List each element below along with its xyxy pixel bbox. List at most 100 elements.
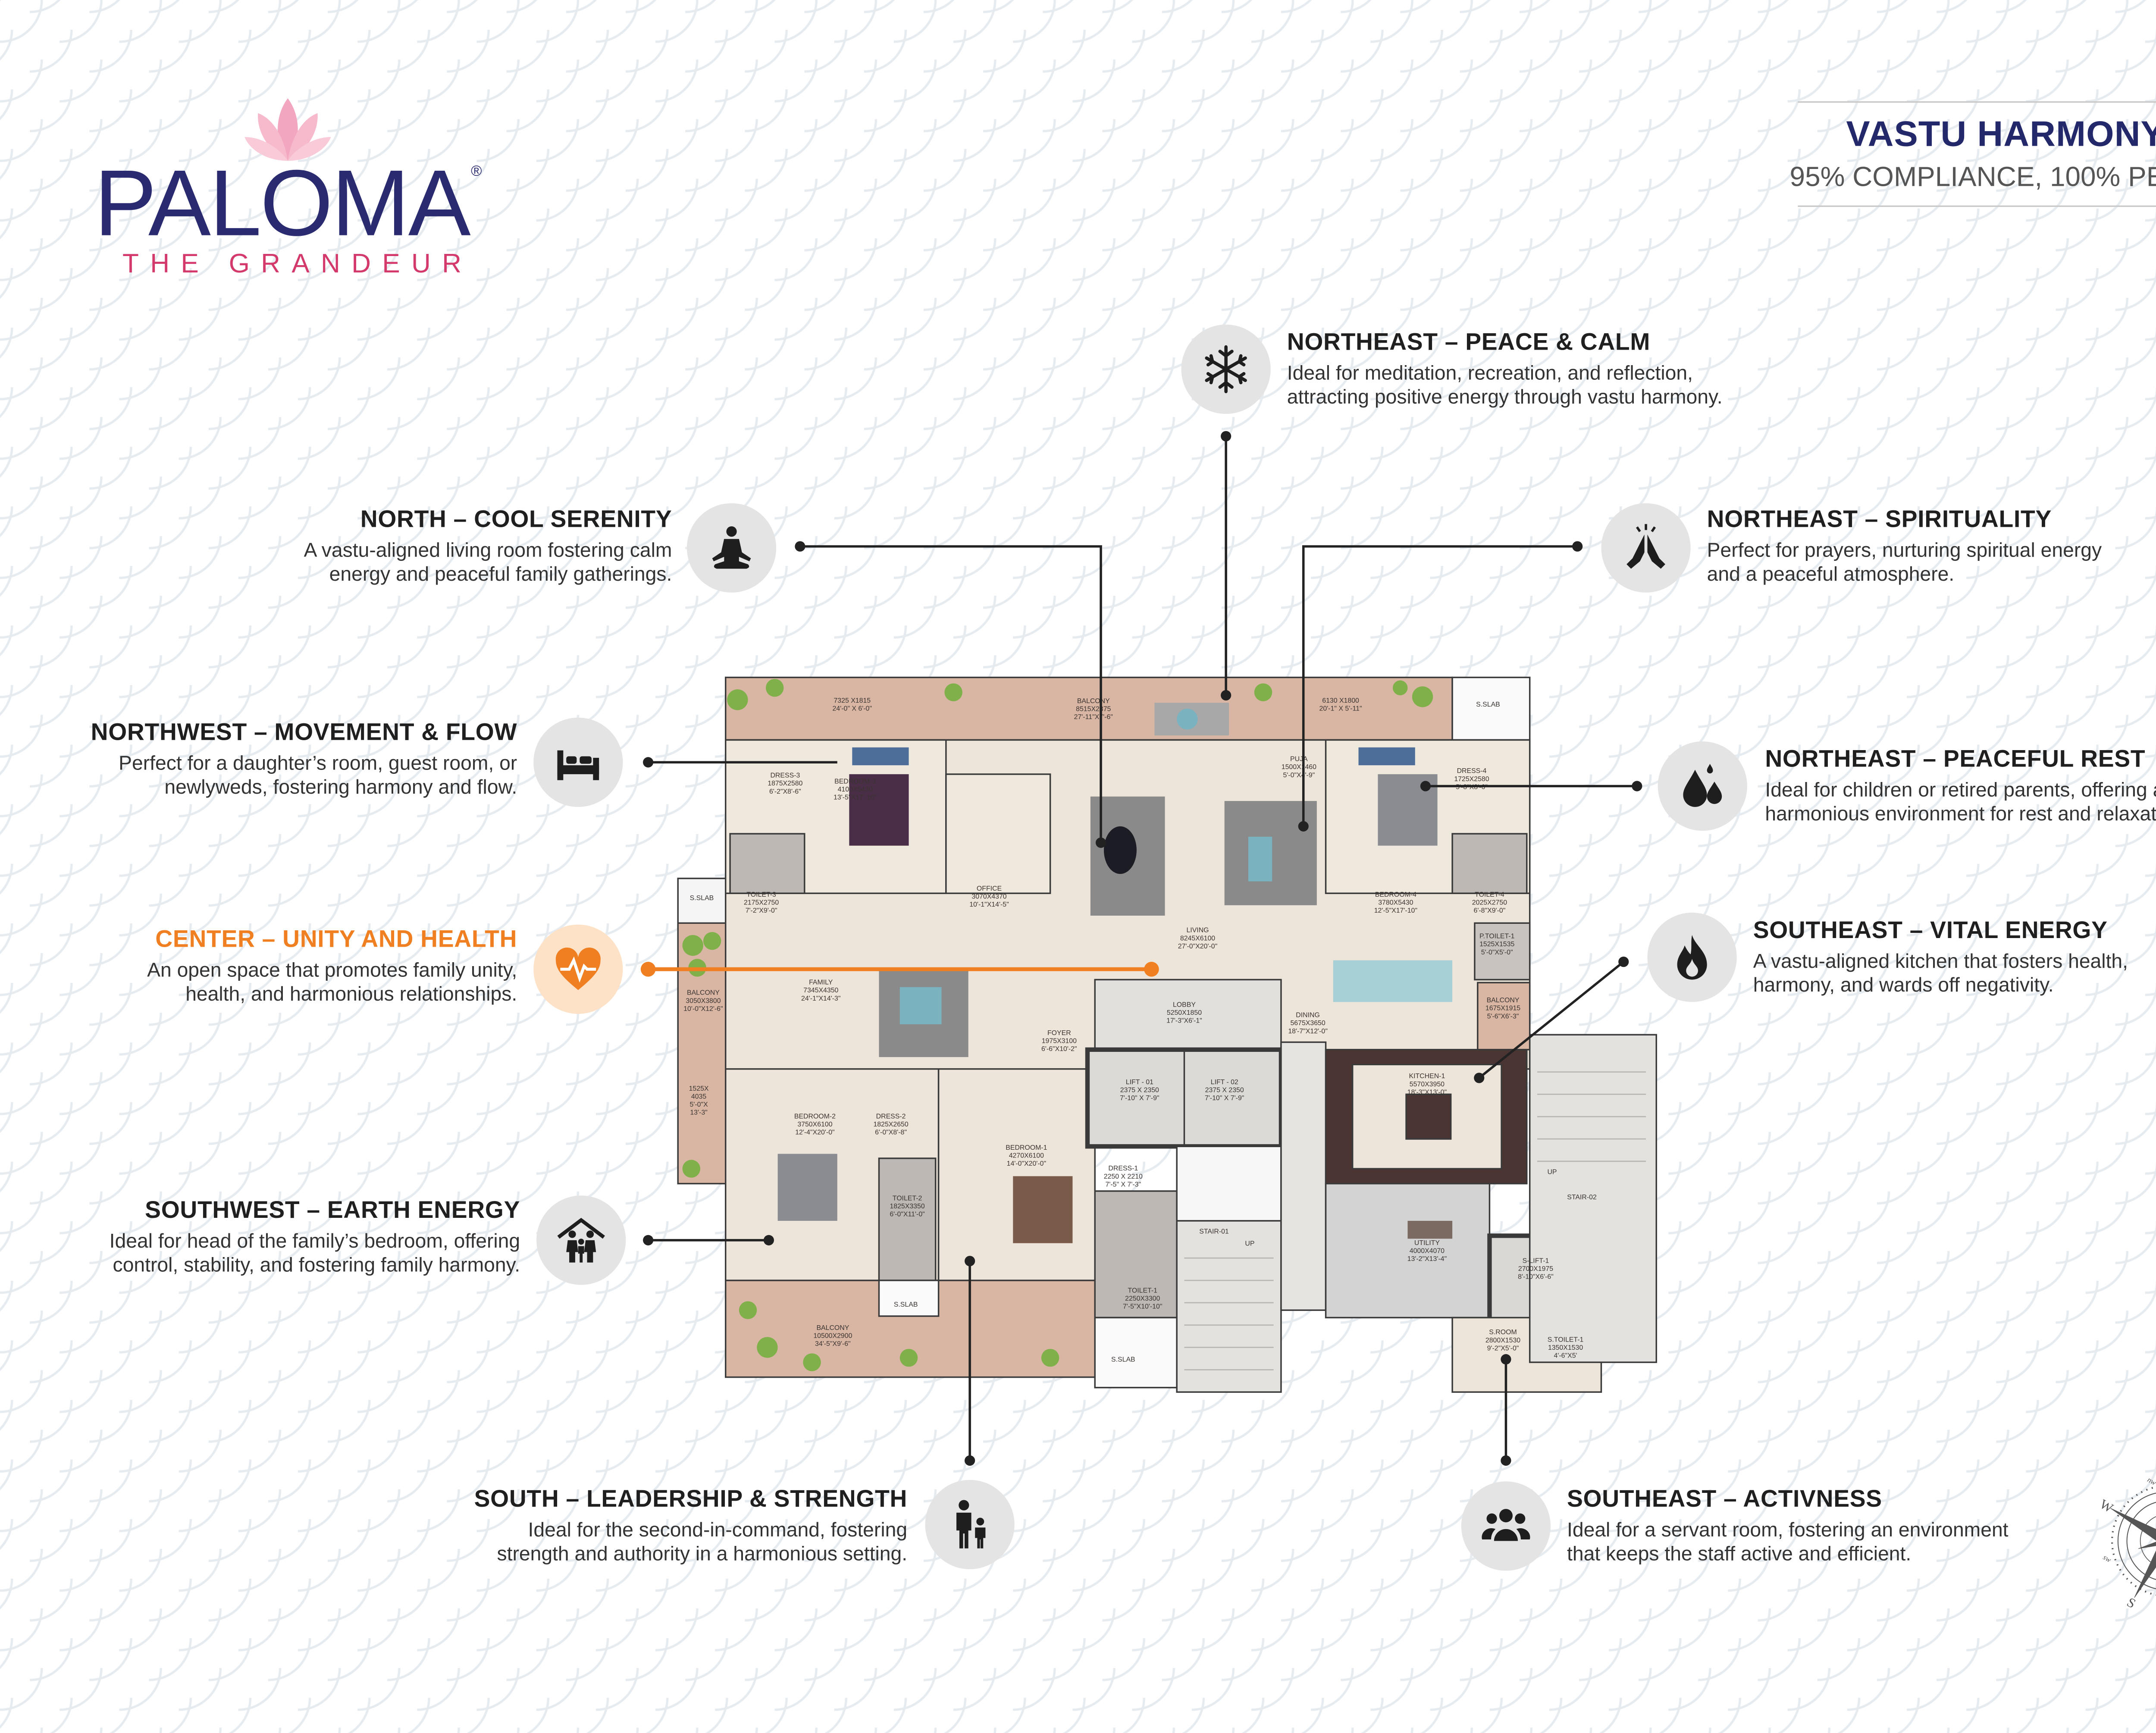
- callout-title: NORTHWEST – MOVEMENT & FLOW: [91, 718, 517, 745]
- callout-description-line: energy and peaceful family gatherings.: [329, 563, 672, 585]
- corridor: [1280, 1041, 1327, 1311]
- room-label-line: 7'-5" X 7'-3": [1106, 1181, 1141, 1189]
- compass-rose-icon: N E S W ne se sw nw: [2097, 1476, 2156, 1611]
- compass-nw: nw: [2146, 1476, 2156, 1487]
- room-label-line: 8'-10"X6'-6": [1518, 1273, 1554, 1281]
- room-label-line: 13'-3": [690, 1109, 707, 1117]
- callout-title: NORTHEAST – PEACE & CALM: [1287, 328, 1650, 355]
- room-label-line: 2250X3300: [1125, 1295, 1160, 1302]
- room-label-line: 1500X1460: [1282, 763, 1316, 771]
- room-label-line: 3780X5430: [1378, 899, 1413, 906]
- room-label-line: 4100X5430: [838, 786, 873, 793]
- balcony-north: [725, 676, 1453, 741]
- family-home-icon: [557, 1218, 605, 1263]
- room-label-line: DRESS-2: [876, 1113, 906, 1120]
- callout-description-line: harmonious environment for rest and rela…: [1765, 802, 2156, 825]
- room-label-line: BALCONY: [1077, 698, 1110, 705]
- room-label-line: 1975X3100: [1042, 1038, 1077, 1045]
- room-label-line: 13'-5"X17'-10": [834, 794, 877, 801]
- praying-hands-icon-badge: [1601, 503, 1691, 593]
- room-label-line: 18'-7"X12'-0": [1288, 1028, 1327, 1035]
- room-label-line: 8515X2375: [1076, 705, 1111, 713]
- family-home-icon-badge: [536, 1195, 626, 1285]
- connector-dots: [643, 431, 1642, 1466]
- room-label-line: 2375 X 2350: [1120, 1087, 1159, 1094]
- room-label-line: 1675X1915: [1485, 1005, 1520, 1012]
- room-label-line: 14'-0"X20'-0": [1007, 1160, 1046, 1167]
- room-label-line: DRESS-1: [1108, 1165, 1138, 1172]
- room-label-line: TOILET-3: [746, 891, 776, 898]
- room-label-line: 9'-2"X5'-0": [1487, 1345, 1519, 1352]
- toilet-4: [1451, 833, 1528, 894]
- room-label-line: BEDROOM-1: [1006, 1144, 1047, 1151]
- room-label-line: 20'-1" X 5'-11": [1319, 705, 1362, 712]
- meditation-icon-badge: [686, 503, 777, 593]
- utility: [1325, 1182, 1491, 1319]
- group-icon: [1482, 1509, 1530, 1541]
- room-label-line: DINING: [1296, 1012, 1320, 1019]
- parent-child-icon-badge: [925, 1480, 1015, 1570]
- compass-sw: sw: [2102, 1553, 2113, 1564]
- callout-description-line: Ideal for the second-in-command, fosteri…: [528, 1518, 908, 1541]
- room-label-line: KITCHEN-1: [1409, 1073, 1445, 1080]
- room-label-line: 4270X6100: [1009, 1152, 1044, 1160]
- room-label-line: S.SLAB: [1111, 1356, 1135, 1364]
- brand-name: PALOMA: [94, 151, 470, 256]
- room-label: S.SLAB: [894, 1301, 918, 1308]
- room-label-line: 10'-1"X14'-5": [969, 901, 1009, 908]
- connector-center: [640, 962, 1159, 977]
- room-label-line: BEDROOM-3: [834, 778, 876, 785]
- room-label-line: 8245X6100: [1180, 935, 1215, 942]
- header-rule-bottom: [1798, 205, 2156, 207]
- room-label-line: 6130 X1800: [1322, 697, 1359, 704]
- room-label-line: STAIR-01: [1199, 1228, 1229, 1236]
- lotus-icon: [244, 98, 331, 161]
- group-icon-badge: [1461, 1481, 1551, 1571]
- room-label-line: 1525X1535: [1479, 941, 1514, 948]
- room-label-line: 5'-0"X5'-0": [1481, 949, 1513, 956]
- room-label-line: 3070X4370: [971, 893, 1006, 901]
- room-label-line: 5'-6"X6'-3": [1487, 1013, 1519, 1020]
- room-label-line: UTILITY: [1414, 1239, 1440, 1247]
- snowflake-icon-badge: [1181, 324, 1271, 414]
- callout-description-line: An open space that promotes family unity…: [147, 959, 517, 981]
- room-label-line: 7325 X1815: [834, 697, 871, 704]
- callout-description-line: Perfect for prayers, nurturing spiritual…: [1707, 539, 2102, 561]
- callout-description-line: and a peaceful atmosphere.: [1707, 563, 1955, 585]
- callout-description-line: Ideal for a servant room, fostering an e…: [1567, 1518, 2009, 1541]
- toilet-2: [878, 1157, 937, 1281]
- paloma-logo: PALOMA ® THE GRANDEUR: [94, 98, 482, 278]
- callout-description-line: health, and harmonious relationships.: [185, 982, 517, 1005]
- room-label-line: BALCONY: [816, 1324, 849, 1332]
- room-label-line: 5'-0"X: [689, 1101, 708, 1108]
- room-label-line: 3050X3800: [686, 997, 721, 1004]
- room-label-line: 1875X2580: [768, 780, 802, 787]
- callout-description-line: Ideal for meditation, recreation, and re…: [1287, 362, 1693, 384]
- stair-02: [1529, 1034, 1657, 1363]
- callout-title: SOUTHEAST – VITAL ENERGY: [1753, 917, 2108, 943]
- room-label-line: 7'-10" X 7'-9": [1205, 1095, 1244, 1102]
- callout-description-line: newlyweds, fostering harmony and flow.: [164, 776, 517, 798]
- room-label: S.SLAB: [1476, 701, 1500, 708]
- room-label-line: FAMILY: [809, 979, 833, 986]
- room-label-line: 18'-3"X13'-0": [1407, 1089, 1447, 1096]
- bed-icon: [557, 750, 599, 780]
- room-label-line: 2700X1975: [1518, 1265, 1553, 1273]
- room-label-line: 10'-0"X12'-6": [683, 1005, 723, 1013]
- room-label-line: 2375 X 2350: [1205, 1087, 1244, 1094]
